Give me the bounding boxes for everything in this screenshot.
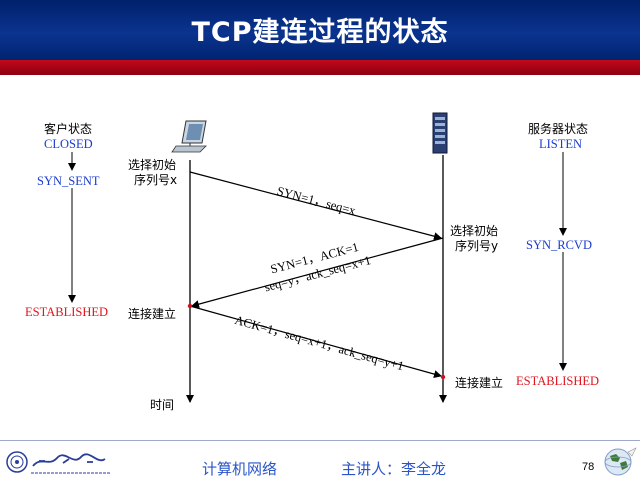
server-state-established: ESTABLISHED (516, 374, 600, 388)
client-state-closed: CLOSED (44, 137, 93, 151)
course-name: 计算机网络 (202, 460, 278, 478)
server-state-listen: LISTEN (539, 137, 583, 151)
lecturer-name: 主讲人：李全龙 (341, 460, 447, 478)
server-choose-seq-line2: 序列号y (455, 239, 499, 253)
title-band (0, 60, 640, 75)
client-state-established: ESTABLISHED (25, 305, 109, 319)
client-choose-seq-line2: 序列号x (134, 173, 178, 187)
page-number: 78 (582, 461, 595, 473)
server-icon (432, 112, 448, 154)
slide-title: TCP建连过程的状态 (191, 17, 449, 48)
server-established-dot (440, 374, 446, 380)
server-status-header: 服务器状态 (528, 122, 589, 136)
client-connection-established: 连接建立 (128, 307, 177, 321)
title-bar (0, 0, 640, 60)
school-logo-subtitle (31, 470, 111, 476)
client-established-dot (187, 303, 193, 309)
client-choose-seq-line1: 选择初始 (128, 158, 177, 172)
server-choose-seq-line1: 选择初始 (450, 224, 499, 238)
tcp-diagram (68, 112, 567, 403)
globe-icon (604, 447, 637, 476)
school-logo-text (31, 453, 113, 469)
client-status-header: 客户状态 (44, 122, 93, 136)
synack-message-arrow (191, 237, 444, 309)
syn-message-arrow (189, 171, 442, 241)
computer-icon (171, 120, 207, 153)
school-seal-icon (6, 451, 28, 473)
server-connection-established: 连接建立 (455, 376, 504, 390)
footer-divider (0, 440, 640, 441)
ack-message-arrow (189, 305, 442, 378)
time-axis-label: 时间 (150, 398, 175, 412)
client-state-syn-sent: SYN_SENT (37, 174, 100, 188)
server-state-syn-rcvd: SYN_RCVD (526, 238, 592, 252)
